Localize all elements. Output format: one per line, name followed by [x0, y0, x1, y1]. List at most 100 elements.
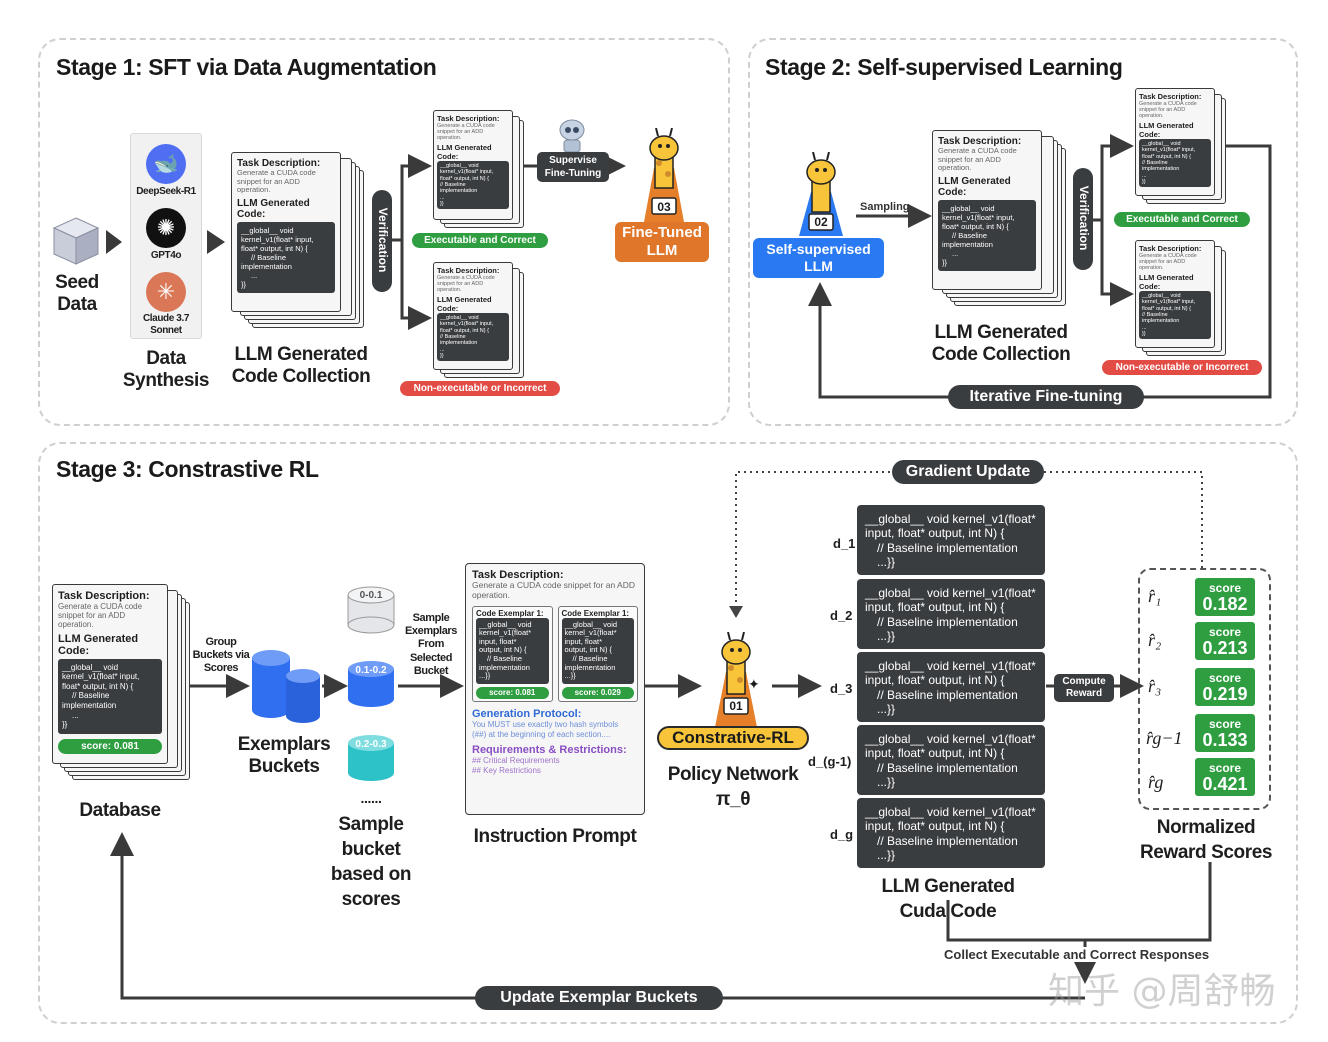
giraffe-finetuned-icon — [644, 128, 684, 222]
gpt4o-icon: ✺ — [146, 208, 186, 248]
robot-icon — [559, 119, 585, 153]
stage1-collection-doc: Task Description: Generate a CUDA code s… — [231, 152, 341, 312]
sample-code-4: __global__ void kernel_v1(float*input, f… — [857, 725, 1045, 795]
sample-code-3: __global__ void kernel_v1(float*input, f… — [857, 652, 1045, 722]
giraffe-policy-icon — [714, 632, 758, 732]
policy-network-label: Policy Network π_θ — [667, 764, 799, 810]
arrow-verify-to-nonexec — [400, 240, 432, 330]
selfsupervised-llm-badge: Self-supervised LLM — [753, 238, 884, 278]
stage2-collection-label: LLM Generated Code Collection — [931, 322, 1071, 365]
arrow-gradient-update — [735, 471, 1203, 608]
arrow-verify2-to-exec — [1092, 134, 1134, 222]
reward-symbol-5: r̂g — [1148, 772, 1164, 792]
exemplars-buckets-icon — [252, 650, 320, 723]
bucket-0-label: 0-0.1 — [359, 590, 383, 601]
constrative-rl-badge: Constrative-RL — [657, 726, 809, 750]
sample-label-4: d_(g-1) — [808, 754, 852, 769]
stage2-panel — [748, 38, 1298, 426]
arrow-update-buckets — [110, 832, 1085, 1000]
sample-label-2: d_2 — [830, 608, 853, 623]
bucket-dots: ...... — [360, 790, 382, 806]
iterative-finetuning-pill: Iterative Fine-tuning — [948, 385, 1144, 409]
stage1-nonexec-badge: Non-executable or Incorrect — [400, 381, 560, 396]
collect-responses-label: Collect Executable and Correct Responses — [942, 947, 1212, 962]
arrow-verify2-to-nonexec — [1100, 220, 1134, 306]
bucket-1-icon — [348, 661, 394, 707]
stage3-title: Stage 3: Constrastive RL — [56, 456, 319, 482]
stage2-verification-pill — [1073, 168, 1093, 270]
finetuned-llm-badge: Fine-Tuned LLM — [615, 222, 709, 262]
bucket-2-label: 0.2-0.3 — [355, 739, 387, 750]
stage1-title: Stage 1: SFT via Data Augmentation — [56, 54, 437, 80]
giraffe-selfsupervised-icon — [799, 152, 843, 236]
sample-code-5: __global__ void kernel_v1(float*input, f… — [857, 798, 1045, 868]
bucket-2-icon — [348, 735, 394, 781]
deepseek-icon: 🐋 — [146, 144, 186, 184]
bucket-0-icon — [347, 586, 395, 634]
stage1-verification-text: Verification — [376, 207, 390, 273]
stage2-nonexec-badge: Non-executable or Incorrect — [1102, 360, 1262, 375]
exemplars-buckets-label: Exemplars Buckets — [237, 734, 331, 777]
stage2-exec-badge: Executable and Correct — [1114, 212, 1250, 227]
supervise-badge: Supervise Fine-Tuning — [537, 152, 609, 182]
claude-icon: ✳ — [146, 272, 186, 312]
reward-symbol-3: r̂₃ — [1148, 676, 1162, 696]
sample-label-3: d_3 — [830, 681, 853, 696]
database-label: Database — [79, 800, 161, 821]
sample-code-1: __global__ void kernel_v1(float*input, f… — [857, 505, 1045, 575]
seed-cube-icon — [52, 217, 100, 265]
reward-symbol-4: r̂g−1 — [1146, 728, 1183, 748]
stage3-panel — [38, 442, 1298, 1024]
sample-code-2: __global__ void kernel_v1(float*input, f… — [857, 579, 1045, 649]
sample-bucket-label: Sample bucket based on scores — [330, 814, 412, 910]
compute-reward-badge: Compute Reward — [1054, 674, 1114, 702]
seed-data-label: Seed Data — [55, 272, 99, 315]
sample-label-1: d_1 — [833, 536, 856, 551]
database-score: score: 0.081 — [58, 738, 162, 754]
stage1-exec-doc: Task Description: Generate a CUDA code s… — [433, 110, 513, 220]
exemplar-1-score: score: 0.081 — [476, 686, 549, 699]
cuda-code-label: LLM Generated Cuda Code — [881, 876, 1015, 922]
stage2-title: Stage 2: Self-supervised Learning — [765, 54, 1123, 80]
finetuned-bib-number: 03 — [657, 200, 671, 214]
data-synthesis-label: Data Synthesis — [122, 348, 210, 391]
model-deepseek-label: DeepSeek-R1 — [136, 186, 196, 197]
instruction-prompt-card: Task Description: Generate a CUDA code s… — [465, 563, 645, 815]
stage2-collection-doc: Task Description: Generate a CUDA code s… — [932, 130, 1042, 290]
gradient-update-pill: Gradient Update — [892, 460, 1044, 484]
watermark: 知乎 @周舒畅 — [1048, 971, 1276, 1012]
policy-sparkle-icon: ✦ — [748, 676, 760, 692]
group-buckets-label: Group Buckets via Scores — [192, 636, 250, 675]
stage1-panel — [38, 38, 730, 426]
stage2-verification-text: Verification — [1077, 185, 1091, 251]
arrow-models-to-collection — [207, 230, 225, 254]
normalized-scores-box — [1138, 568, 1271, 810]
sample-label-5: d_g — [830, 827, 854, 842]
arrow-iterative-loop — [808, 144, 1272, 399]
arrow-verify-to-exec — [392, 154, 432, 242]
bucket-1-label: 0.1-0.2 — [355, 665, 387, 676]
arrow-collect — [946, 862, 1212, 942]
selfsupervised-bib-number: 02 — [814, 215, 828, 229]
instruction-prompt-label: Instruction Prompt — [473, 826, 637, 847]
normalized-scores-label: Normalized Reward Scores — [1139, 817, 1273, 863]
stage2-nonexec-doc: Task Description: Generate a CUDA code s… — [1135, 240, 1215, 348]
sampling-label: Sampling — [860, 201, 910, 213]
sample-exemplars-label: Sample Exemplars From Selected Bucket — [404, 612, 458, 677]
stage1-exec-badge: Executable and Correct — [412, 233, 548, 248]
stage1-collection-label: LLM Generated Code Collection — [231, 344, 371, 387]
model-claude-label: Claude 3.7 Sonnet — [142, 313, 190, 336]
stage1-nonexec-doc: Task Description: Generate a CUDA code s… — [433, 262, 513, 370]
stage2-exec-doc: Task Description: Generate a CUDA code s… — [1135, 88, 1215, 196]
reward-symbol-2: r̂₂ — [1148, 630, 1162, 650]
policy-bib-number: 01 — [729, 699, 743, 713]
update-exemplar-buckets-pill: Update Exemplar Buckets — [475, 986, 723, 1010]
